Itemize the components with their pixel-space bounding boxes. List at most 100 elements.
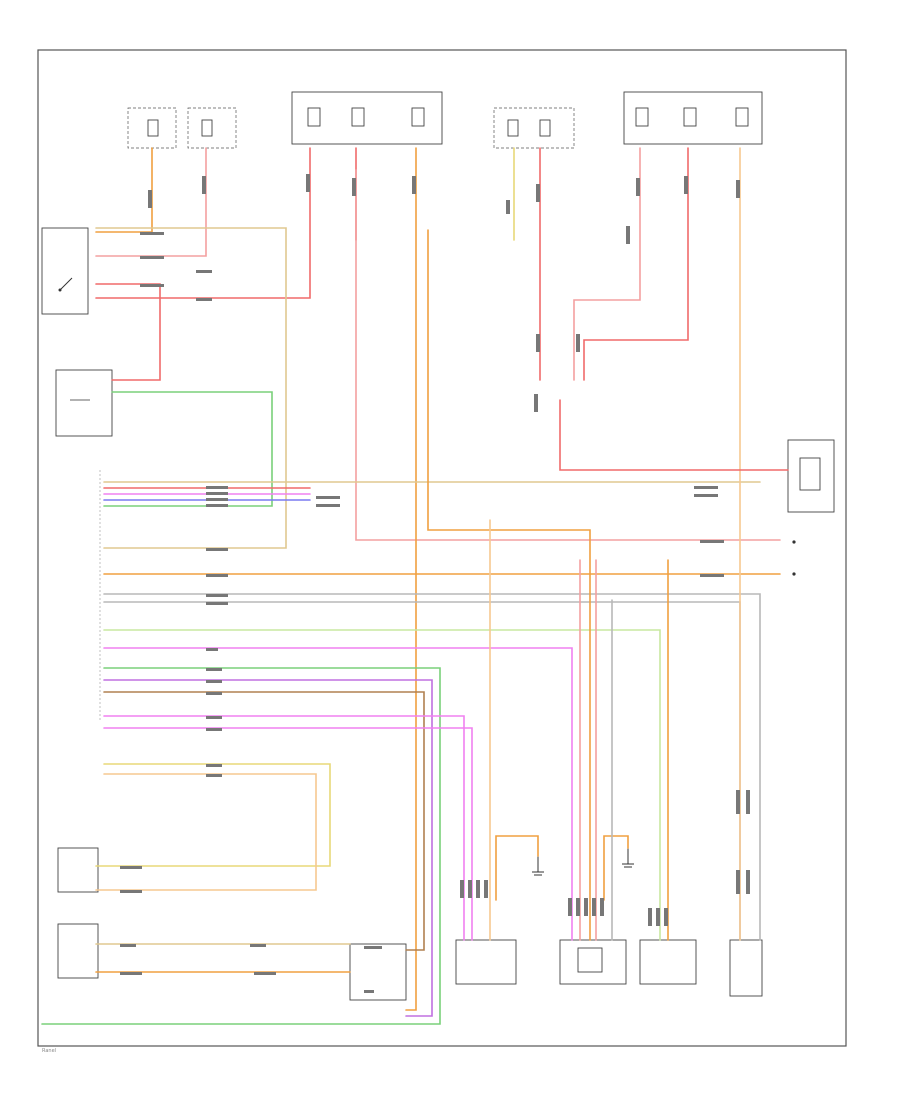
wire-tag-28	[736, 870, 740, 894]
wire-tag-1	[202, 176, 206, 194]
wire-tag-60	[700, 574, 724, 577]
switch-module	[41, 227, 89, 315]
wire-tag-3	[352, 178, 356, 196]
diagram-frame	[37, 49, 847, 1047]
wire-tag-44	[206, 668, 222, 671]
inline-connector-box	[349, 943, 407, 1001]
wire-red-main-1	[95, 147, 311, 299]
ground-symbol-1	[532, 856, 544, 876]
wire-tag-57	[694, 486, 718, 489]
bottom-component-2	[559, 939, 627, 985]
wire-tag-2	[306, 174, 310, 192]
wire-tag-39	[206, 548, 228, 551]
ground-symbol-2	[622, 848, 634, 868]
wire-tag-38	[206, 504, 228, 507]
wire-tag-26	[736, 790, 740, 814]
wire-tag-35	[206, 486, 228, 489]
wire-orange-relay-right	[405, 147, 417, 1011]
wire-tag-13	[534, 394, 538, 412]
right-terminal	[792, 540, 796, 576]
wire-tag-40	[206, 574, 228, 577]
wire-tag-23	[648, 908, 652, 926]
wire-tag-10	[536, 334, 540, 352]
wire-tag-32	[140, 284, 164, 287]
wire-orange-bottom-loop	[495, 835, 539, 901]
wire-tag-34	[196, 298, 212, 301]
wire-tag-4	[412, 176, 416, 194]
relay-box-left	[291, 91, 443, 145]
footer-code: Ranel	[42, 1048, 56, 1054]
wire-red-main-2	[95, 283, 161, 381]
wire-violet-1	[103, 679, 433, 1017]
wire-tag-21	[592, 898, 596, 916]
wire-tag-46	[206, 692, 222, 695]
switch-lower-2	[57, 923, 99, 979]
bottom-component-3	[639, 939, 697, 985]
wire-tag-12	[626, 226, 630, 244]
wire-tag-51	[120, 866, 142, 869]
wire-tag-45	[206, 680, 222, 683]
wire-red-relay-left	[355, 169, 781, 541]
wire-tag-14	[460, 880, 464, 898]
wire-tag-31	[140, 256, 164, 259]
wire-tag-33	[196, 270, 212, 273]
wire-tag-9	[736, 180, 740, 198]
wire-tag-61	[364, 946, 382, 949]
wire-red-right-2	[583, 147, 689, 381]
wire-red-right-loop	[559, 399, 789, 471]
wire-tag-50	[206, 774, 222, 777]
wire-magenta-4	[103, 727, 473, 941]
wire-tag-30	[140, 232, 164, 235]
wire-tag-59	[700, 540, 724, 543]
wire-tag-42	[206, 602, 228, 605]
wire-tag-18	[568, 898, 572, 916]
wire-light-green-1	[103, 629, 661, 941]
wire-green-2	[41, 667, 441, 1025]
wire-tag-27	[746, 790, 750, 814]
wire-tag-17	[484, 880, 488, 898]
wire-tag-54	[120, 972, 142, 975]
wire-tag-64	[316, 504, 340, 507]
wire-tag-53	[120, 944, 136, 947]
bottom-component-1	[455, 939, 517, 985]
wire-tag-58	[694, 494, 718, 497]
fuse-group-3	[493, 107, 575, 149]
switch-lower-1	[57, 847, 99, 893]
wire-tag-22	[600, 898, 604, 916]
wire-layer	[41, 147, 789, 1025]
fuse-group-2	[187, 107, 237, 149]
wire-tag-56	[254, 972, 276, 975]
wire-tag-49	[206, 764, 222, 767]
wire-tag-8	[684, 176, 688, 194]
wire-tag-37	[206, 498, 228, 501]
wire-tag-55	[250, 944, 266, 947]
wire-tag-47	[206, 716, 222, 719]
tag-layer	[120, 174, 750, 993]
wire-grey-1	[103, 593, 761, 941]
wire-tag-25	[664, 908, 668, 926]
relay-box-right	[623, 91, 763, 145]
wire-tag-52	[120, 890, 142, 893]
wire-tag-19	[576, 898, 580, 916]
wire-tag-41	[206, 594, 228, 597]
wire-light-orange-1	[95, 773, 317, 891]
wire-brown-1	[103, 691, 425, 951]
bottom-component-4	[729, 939, 763, 997]
wire-orange-bottom-loop-2	[603, 835, 629, 901]
wire-tag-16	[476, 880, 480, 898]
wire-green-sensor	[103, 391, 273, 507]
wire-tag-36	[206, 492, 228, 495]
wire-tag-7	[636, 178, 640, 196]
wire-tag-29	[746, 870, 750, 894]
wire-tan-left-vertical	[95, 227, 287, 549]
wire-tag-20	[584, 898, 588, 916]
wire-tag-11	[576, 334, 580, 352]
sensor-module	[55, 369, 113, 437]
wire-tag-62	[364, 990, 374, 993]
wire-tag-6	[506, 200, 510, 214]
wire-orange-fuse1	[95, 147, 153, 233]
fuse-group-1	[127, 107, 177, 149]
wire-tag-48	[206, 728, 222, 731]
wire-tag-15	[468, 880, 472, 898]
